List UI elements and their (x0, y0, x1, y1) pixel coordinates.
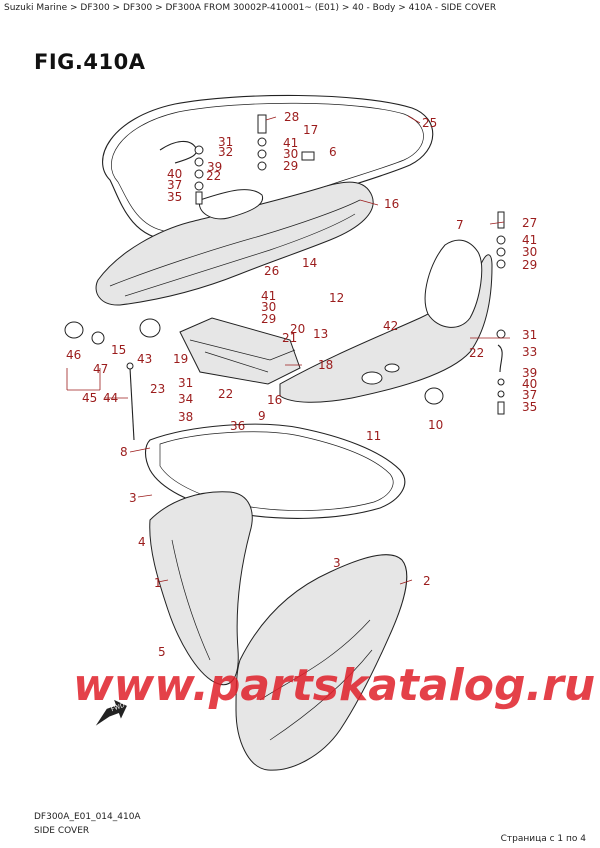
lower-cover-right (235, 554, 408, 771)
callout-31b: 31 (522, 328, 537, 342)
callout-8: 8 (120, 445, 128, 459)
callout-6: 6 (329, 145, 337, 159)
callout-7: 7 (456, 218, 464, 232)
callout-31: 31 (218, 135, 233, 149)
callout-47: 47 (93, 362, 108, 376)
callout-41: 41 (283, 136, 298, 150)
callout-29b: 29 (522, 258, 537, 272)
callout-18: 18 (318, 358, 333, 372)
callout-35: 35 (167, 190, 182, 204)
callout-16b: 16 (267, 393, 282, 407)
callout-13: 13 (313, 327, 328, 341)
callout-31c: 31 (178, 376, 193, 390)
callout-45: 45 (82, 391, 97, 405)
watermark: www.partskatalog.ru (73, 660, 595, 711)
callout-30: 30 (283, 147, 298, 161)
callout-3a: 3 (129, 491, 137, 505)
callout-5: 5 (158, 645, 166, 659)
callout-44: 44 (103, 391, 118, 405)
callout-30c: 30 (261, 300, 276, 314)
callout-16: 16 (384, 197, 399, 211)
callout-10: 10 (428, 418, 443, 432)
callout-3b: 3 (333, 556, 341, 570)
callout-22: 22 (206, 169, 221, 183)
damper-10 (424, 387, 444, 405)
upper-cover-assembly (95, 140, 374, 306)
callout-33: 33 (522, 345, 537, 359)
side-cover-right (279, 239, 493, 403)
fasteners-right (496, 211, 506, 415)
callout-39b: 39 (522, 366, 537, 380)
leader-lines (66, 115, 510, 585)
callout-2: 2 (423, 574, 431, 588)
callout-25: 25 (422, 116, 437, 130)
callout-29c: 29 (261, 312, 276, 326)
callout-12: 12 (329, 291, 344, 305)
callout-14: 14 (302, 256, 317, 270)
callout-40b: 40 (522, 377, 537, 391)
callout-43: 43 (137, 352, 152, 366)
callout-40: 40 (167, 167, 182, 181)
callout-29: 29 (283, 159, 298, 173)
callout-28: 28 (284, 110, 299, 124)
inner-bracket (179, 317, 301, 385)
callout-1: 1 (154, 576, 162, 590)
callout-17: 17 (303, 123, 318, 137)
grommets-left (64, 318, 161, 345)
callout-19: 19 (173, 352, 188, 366)
document-caption: SIDE COVER (34, 826, 90, 836)
callout-41c: 41 (261, 289, 276, 303)
callout-36: 36 (230, 419, 245, 433)
lower-cover-left (149, 491, 253, 686)
page-counter: Страница с 1 по 4 (500, 834, 586, 844)
callout-20: 20 (290, 322, 305, 336)
callout-labels: 25 28 17 41 31 32 30 6 29 39 40 22 37 35… (66, 110, 537, 659)
callout-39: 39 (207, 160, 222, 174)
callout-32: 32 (218, 145, 233, 159)
fwd-label: FWD (110, 702, 126, 713)
breadcrumb: Suzuki Marine > DF300 > DF300 > DF300A F… (4, 3, 497, 13)
callout-41b: 41 (522, 233, 537, 247)
callout-26: 26 (264, 264, 279, 278)
fasteners-top (194, 114, 315, 205)
callout-15: 15 (111, 343, 126, 357)
callout-21: 21 (282, 331, 297, 345)
callout-27: 27 (522, 216, 537, 230)
callout-37: 37 (167, 178, 182, 192)
callout-46: 46 (66, 348, 81, 362)
callout-23: 23 (150, 382, 165, 396)
callout-9: 9 (258, 409, 266, 423)
callout-22c: 22 (218, 387, 233, 401)
callout-30b: 30 (522, 245, 537, 259)
callout-11: 11 (366, 429, 381, 443)
callout-38: 38 (178, 410, 193, 424)
bolt-44 (126, 362, 135, 441)
fwd-arrow-icon: FWD (95, 699, 127, 726)
callout-35b: 35 (522, 400, 537, 414)
figure-title: FIG.410A (34, 50, 146, 74)
callout-4: 4 (138, 535, 146, 549)
callout-34: 34 (178, 392, 193, 406)
callout-22b: 22 (469, 346, 484, 360)
callout-42: 42 (383, 319, 398, 333)
callout-37b: 37 (522, 388, 537, 402)
document-code: DF300A_E01_014_410A (34, 812, 141, 822)
